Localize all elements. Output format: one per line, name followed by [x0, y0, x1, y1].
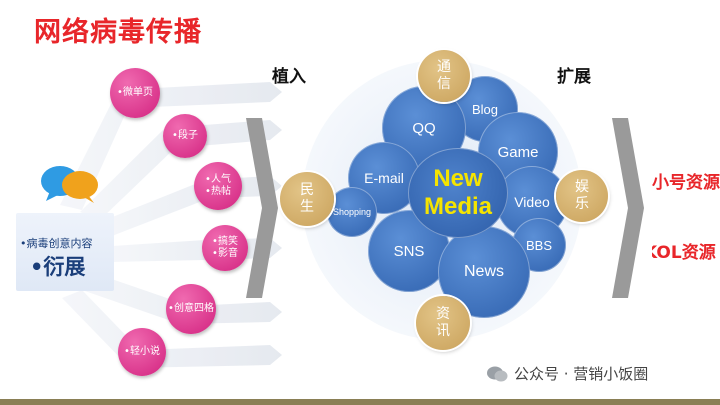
- channel-comic-strip: •创意四格: [166, 284, 216, 334]
- source-line-2: •衍展: [30, 255, 86, 279]
- wechat-icon: [487, 366, 508, 381]
- circle-information: 资 讯: [416, 296, 470, 350]
- footer-bar: [0, 399, 720, 405]
- circle-livelihood: 民 生: [280, 172, 334, 226]
- channel-hot-posts: •人气 •热帖: [194, 162, 242, 210]
- page-title: 网络病毒传播: [34, 17, 202, 48]
- source-line-1: •病毒创意内容: [20, 237, 93, 250]
- watermark: 公众号 · 营销小饭圈: [486, 363, 648, 384]
- channel-light-novel: •轻小说: [118, 328, 166, 376]
- heading-expand: 扩展: [557, 67, 591, 87]
- bubble-shopping: Shopping: [327, 187, 377, 237]
- heading-implant: 植入: [272, 67, 306, 87]
- chat-bubbles-icon: [41, 166, 98, 203]
- circle-communication: 通 信: [418, 50, 470, 102]
- new-media-center: New Media: [408, 148, 508, 238]
- channel-micro-page: •微单页: [110, 68, 160, 118]
- label-small-accounts: 小号资源: [652, 173, 720, 193]
- bubble-email: E-mail: [348, 142, 420, 214]
- circle-entertainment: 娱 乐: [556, 170, 608, 222]
- channel-funny-video: •搞笑 •影音: [202, 225, 248, 271]
- channel-jokes: •段子: [163, 114, 207, 158]
- label-kol-resources: KOL资源: [652, 243, 716, 263]
- source-content-box: •病毒创意内容 •衍展: [16, 166, 114, 291]
- right-labels-clip: 小号资源 KOL资源: [652, 168, 720, 268]
